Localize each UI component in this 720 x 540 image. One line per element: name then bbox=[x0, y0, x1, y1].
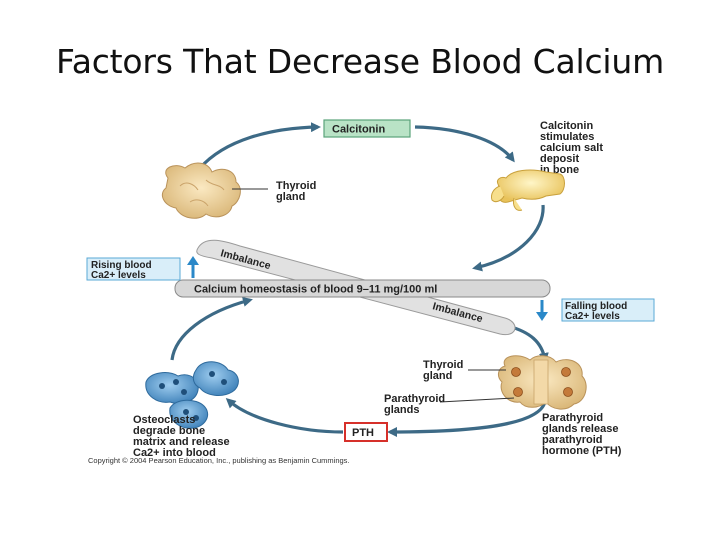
osteoclasts-icon bbox=[145, 361, 239, 429]
pth-box bbox=[344, 422, 388, 442]
osteoclasts-line1: Osteoclasts bbox=[133, 414, 195, 426]
thyroid-gland-top-line2: gland bbox=[276, 191, 305, 203]
pth-box-label: PTH bbox=[352, 427, 374, 439]
osteoclasts-line3: matrix and release bbox=[133, 436, 230, 448]
up-arrow-icon bbox=[187, 256, 199, 278]
thyroid-gland-icon bbox=[161, 162, 241, 219]
calcitonin-effect-line1: Calcitonin bbox=[540, 120, 593, 132]
arrow-parathyroid-to-pth bbox=[387, 401, 547, 437]
parathyroid-gland-icon bbox=[497, 355, 587, 410]
homeostasis-label: Calcium homeostasis of blood 9–11 mg/100… bbox=[194, 284, 437, 296]
falling-blood-box bbox=[561, 298, 655, 322]
rising-blood-line2: Ca2+ levels bbox=[91, 270, 146, 281]
calcitonin-effect-line2: stimulates bbox=[540, 131, 594, 143]
copyright-text: Copyright © 2004 Pearson Education, Inc.… bbox=[88, 456, 350, 465]
calcitonin-effect-line4: deposit bbox=[540, 153, 579, 165]
falling-blood-line2: Ca2+ levels bbox=[565, 311, 620, 322]
thyroid-gland-top-line1: Thyroid bbox=[276, 180, 316, 192]
rising-blood-box bbox=[86, 257, 181, 281]
parathyroid-glands-line2: glands bbox=[384, 404, 419, 416]
calcitonin-effect-line3: calcium salt bbox=[540, 142, 603, 154]
arrow-osteoclasts-to-homeostasis bbox=[170, 296, 253, 361]
arrow-thyroid-to-calcitonin bbox=[198, 122, 321, 170]
osteoclasts-line2: degrade bone bbox=[133, 425, 205, 437]
rising-blood-line1: Rising blood bbox=[91, 260, 152, 271]
parathyroid-release-line4: hormone (PTH) bbox=[542, 445, 622, 457]
parathyroid-glands-line1: Parathyroid bbox=[384, 393, 445, 405]
parathyroid-release-line2: glands release bbox=[542, 423, 618, 435]
parathyroid-leader-line bbox=[439, 397, 515, 403]
parathyroid-release-line1: Parathyroid bbox=[542, 412, 603, 424]
arrow-pth-to-osteoclasts bbox=[225, 397, 344, 434]
arrow-bone-to-homeostasis bbox=[472, 204, 545, 272]
homeostasis-bar bbox=[174, 279, 551, 298]
bone-icon bbox=[491, 169, 565, 211]
falling-blood-line1: Falling blood bbox=[565, 301, 627, 312]
slide-title: Factors That Decrease Blood Calcium bbox=[55, 42, 665, 81]
osteoclasts-line4: Ca2+ into blood bbox=[133, 447, 216, 459]
down-arrow-icon bbox=[536, 300, 548, 321]
calcitonin-box bbox=[323, 119, 411, 138]
thyroid-gland-bottom-line1: Thyroid bbox=[423, 359, 463, 371]
calcitonin-box-label: Calcitonin bbox=[332, 124, 385, 136]
parathyroid-release-line3: parathyroid bbox=[542, 434, 603, 446]
arrow-calcitonin-to-bone bbox=[414, 125, 515, 163]
thyroid-gland-bottom-line2: gland bbox=[423, 370, 452, 382]
